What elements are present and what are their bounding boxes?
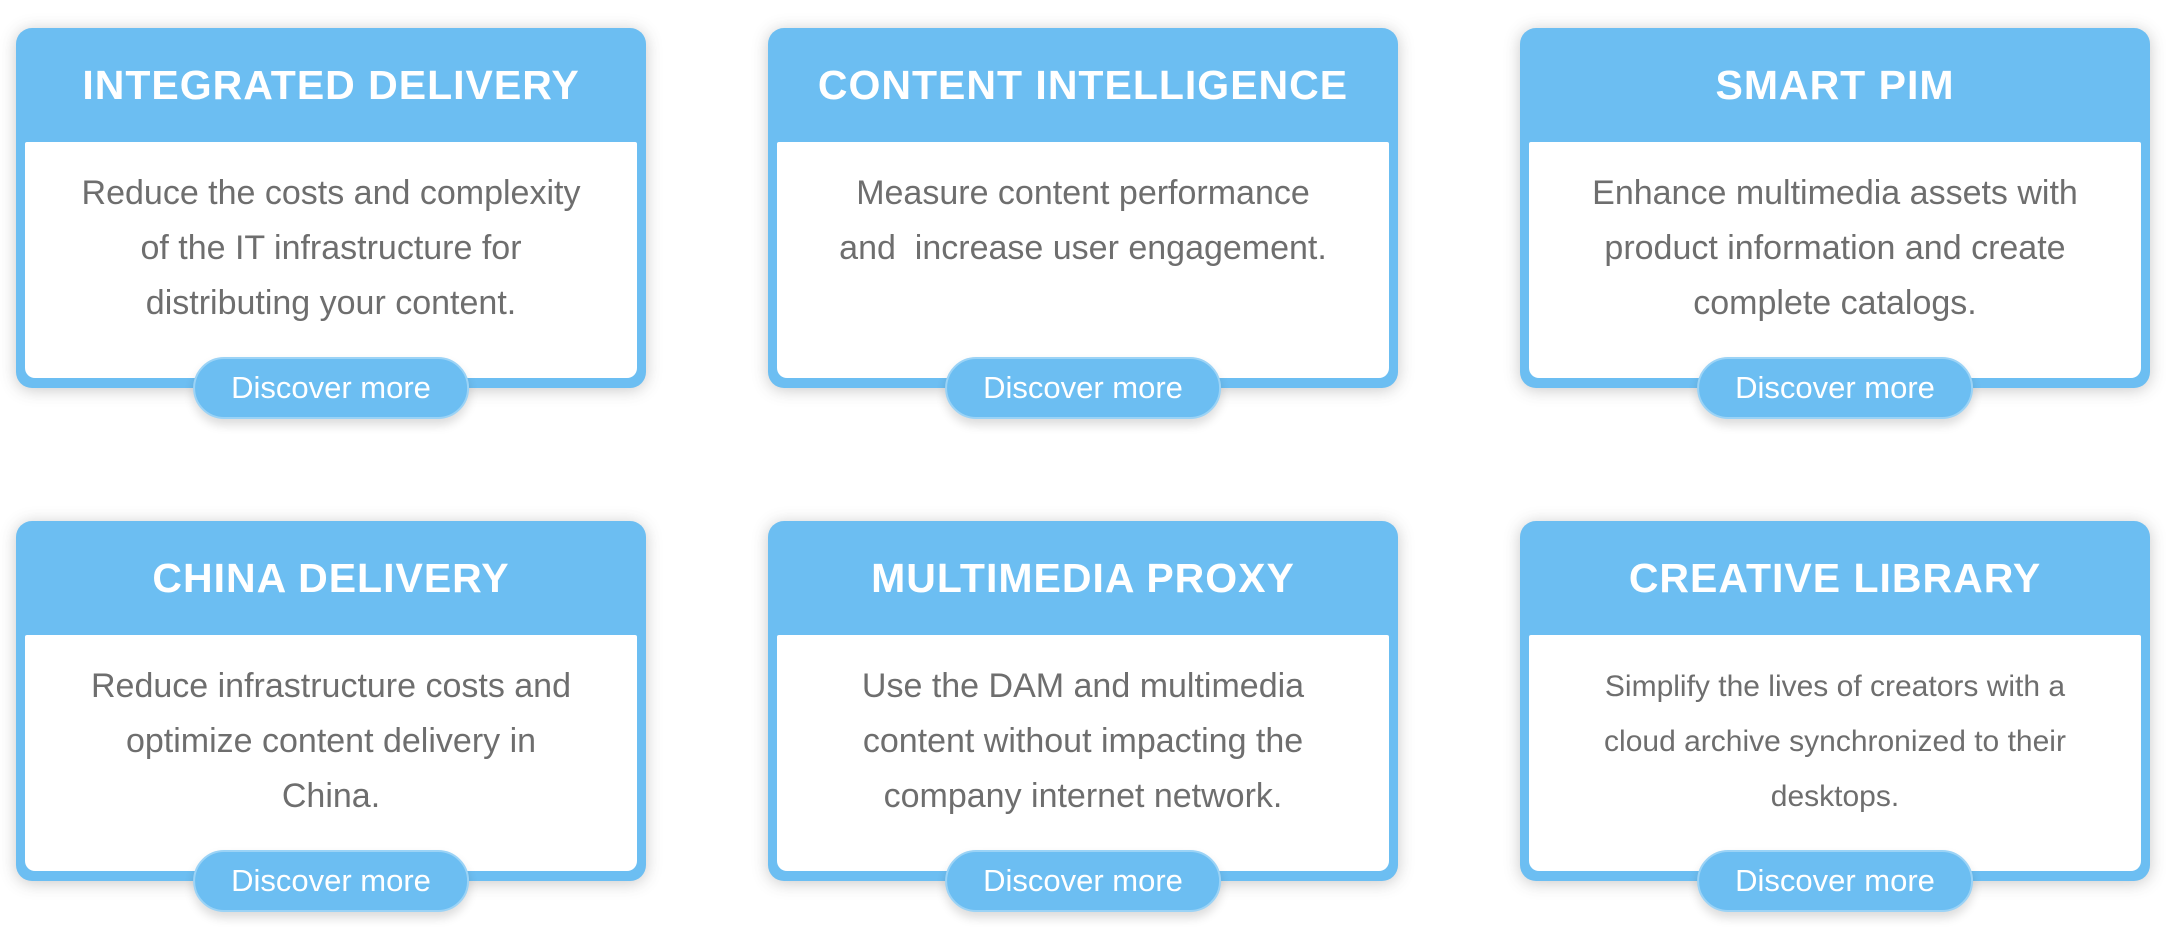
card-description: Measure content performance and increase… (839, 174, 1327, 268)
discover-more-button[interactable]: Discover more (1697, 357, 1973, 419)
discover-more-button[interactable]: Discover more (193, 850, 469, 912)
card-body: Simplify the lives of creators with a cl… (1529, 635, 2141, 871)
card-header: INTEGRATED DELIVERY (16, 28, 646, 142)
card-header: CHINA DELIVERY (16, 521, 646, 635)
card-body: Reduce the costs and complexity of the I… (25, 142, 637, 378)
card-description: Reduce the costs and complexity of the I… (81, 174, 581, 323)
card-body: Measure content performance and increase… (777, 142, 1389, 378)
card-description: Enhance multimedia assets with product i… (1592, 174, 2078, 323)
card-title: CONTENT INTELLIGENCE (817, 61, 1349, 108)
product-card-china-delivery: CHINA DELIVERY Reduce infrastructure cos… (16, 521, 646, 912)
card-body: Use the DAM and multimedia content witho… (777, 635, 1389, 871)
discover-more-button[interactable]: Discover more (193, 357, 469, 419)
product-card-multimedia-proxy: MULTIMEDIA PROXY Use the DAM and multime… (768, 521, 1398, 912)
discover-more-button[interactable]: Discover more (945, 850, 1221, 912)
card-header: MULTIMEDIA PROXY (768, 521, 1398, 635)
product-cards-grid: INTEGRATED DELIVERY Reduce the costs and… (16, 28, 2150, 912)
discover-more-button[interactable]: Discover more (1697, 850, 1973, 912)
card-header: CREATIVE LIBRARY (1520, 521, 2150, 635)
card-body: Enhance multimedia assets with product i… (1529, 142, 2141, 378)
discover-more-button[interactable]: Discover more (945, 357, 1221, 419)
product-card-content-intelligence: CONTENT INTELLIGENCE Measure content per… (768, 28, 1398, 419)
card-description: Reduce infrastructure costs and optimize… (90, 667, 572, 816)
card-header: SMART PIM (1520, 28, 2150, 142)
card-body: Reduce infrastructure costs and optimize… (25, 635, 637, 871)
product-card-integrated-delivery: INTEGRATED DELIVERY Reduce the costs and… (16, 28, 646, 419)
product-card-creative-library: CREATIVE LIBRARY Simplify the lives of c… (1520, 521, 2150, 912)
card-title: CREATIVE LIBRARY (1628, 554, 2042, 601)
card-title: SMART PIM (1715, 61, 1955, 108)
card-title: CHINA DELIVERY (152, 554, 510, 601)
product-card-smart-pim: SMART PIM Enhance multimedia assets with… (1520, 28, 2150, 419)
card-description: Use the DAM and multimedia content witho… (861, 667, 1305, 816)
card-title: MULTIMEDIA PROXY (871, 554, 1295, 601)
card-description: Simplify the lives of creators with a cl… (1604, 670, 2066, 814)
card-header: CONTENT INTELLIGENCE (768, 28, 1398, 142)
card-title: INTEGRATED DELIVERY (82, 61, 580, 108)
